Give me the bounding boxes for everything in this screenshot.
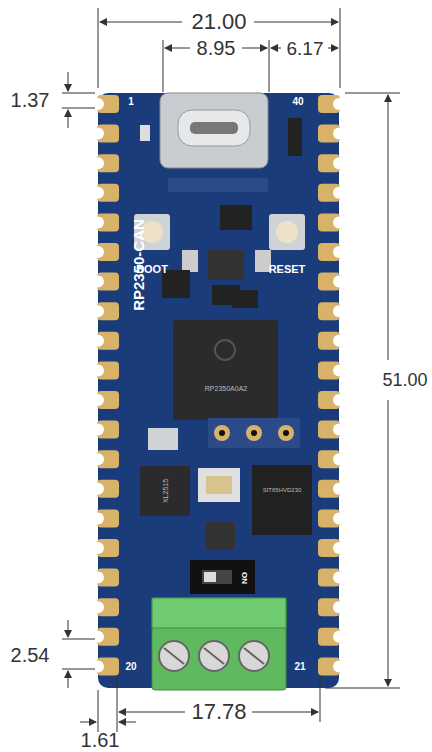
half-hole [333, 631, 345, 643]
silkscreen-label: SIT65HVD230 [263, 487, 302, 493]
half-hole [333, 98, 345, 110]
half-hole [333, 305, 345, 317]
half-hole [333, 424, 345, 436]
half-hole [333, 216, 345, 228]
half-hole [333, 483, 345, 495]
dimension-label: 21.00 [188, 10, 249, 34]
half-hole [92, 157, 104, 169]
half-hole [92, 364, 104, 376]
half-hole [92, 424, 104, 436]
silkscreen-label: XL2515 [162, 479, 169, 503]
pin-number: 21 [294, 662, 305, 672]
termination-switch [190, 560, 255, 594]
silkscreen-label: RP2350A0A2 [205, 385, 247, 392]
half-hole [92, 394, 104, 406]
half-hole [333, 601, 345, 613]
reset-button [269, 214, 305, 250]
half-hole [333, 157, 345, 169]
half-hole [92, 542, 104, 554]
half-hole [333, 246, 345, 258]
half-hole [333, 394, 345, 406]
half-hole [92, 601, 104, 613]
half-hole [333, 276, 345, 288]
dimension-label: 1.37 [11, 90, 50, 110]
dimension-label: 51.00 [379, 370, 430, 390]
half-hole [92, 128, 104, 140]
silkscreen-label: RP2350-CAN [131, 219, 146, 311]
rp2350-chip [173, 320, 278, 420]
dimension-label: 6.17 [284, 38, 327, 59]
half-hole [333, 128, 345, 140]
half-hole [92, 572, 104, 584]
half-hole [92, 512, 104, 524]
pcb [98, 93, 339, 688]
usb-c-connector [160, 93, 268, 168]
half-hole [333, 660, 345, 672]
half-hole [333, 542, 345, 554]
half-hole [333, 512, 345, 524]
silkscreen-label: RESET [269, 264, 306, 275]
half-hole [333, 187, 345, 199]
can-transceiver-chip [252, 465, 312, 535]
dimension-label: 1.61 [81, 730, 120, 750]
half-hole [92, 660, 104, 672]
half-hole [92, 246, 104, 258]
pin-number: 40 [292, 97, 303, 107]
half-hole [92, 305, 104, 317]
pin-number: 20 [125, 662, 136, 672]
half-hole [92, 335, 104, 347]
half-hole [92, 276, 104, 288]
pin-number: 1 [128, 97, 134, 107]
dimension-label: 2.54 [11, 645, 50, 665]
terminal-block [152, 598, 286, 690]
half-hole [92, 483, 104, 495]
half-hole [333, 364, 345, 376]
half-hole [333, 572, 345, 584]
dimension-label: 17.78 [188, 700, 249, 724]
half-hole [92, 453, 104, 465]
half-hole [333, 335, 345, 347]
can-controller-chip [140, 466, 190, 516]
silkscreen-label: ON [240, 572, 248, 584]
half-hole [333, 453, 345, 465]
dimension-label: 8.95 [194, 37, 239, 59]
half-hole [92, 216, 104, 228]
half-hole [92, 631, 104, 643]
half-hole [92, 187, 104, 199]
